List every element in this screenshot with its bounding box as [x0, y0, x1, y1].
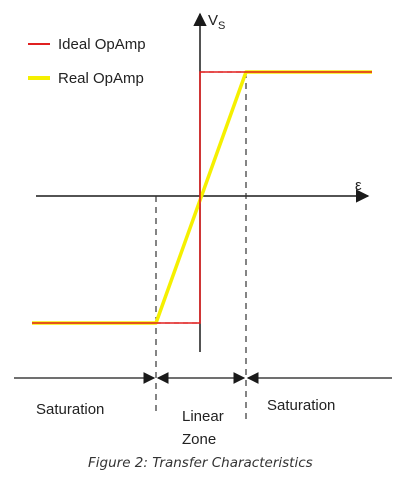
y-axis-label: VS [208, 12, 225, 32]
ideal-opamp-curve [32, 71, 372, 324]
real-opamp-curve [32, 70, 372, 325]
zone-label-left-saturation: Saturation [36, 401, 104, 418]
legend-ideal-label: Ideal OpAmp [58, 36, 146, 53]
zone-label-linear-line1: Linear [182, 408, 224, 425]
zone-label-right-saturation: Saturation [267, 397, 335, 414]
zone-label-linear-line2: Zone [182, 431, 216, 448]
x-axis-label: ε [355, 177, 362, 194]
figure-caption: Figure 2: Transfer Characteristics [88, 455, 313, 471]
legend-real-label: Real OpAmp [58, 70, 144, 87]
